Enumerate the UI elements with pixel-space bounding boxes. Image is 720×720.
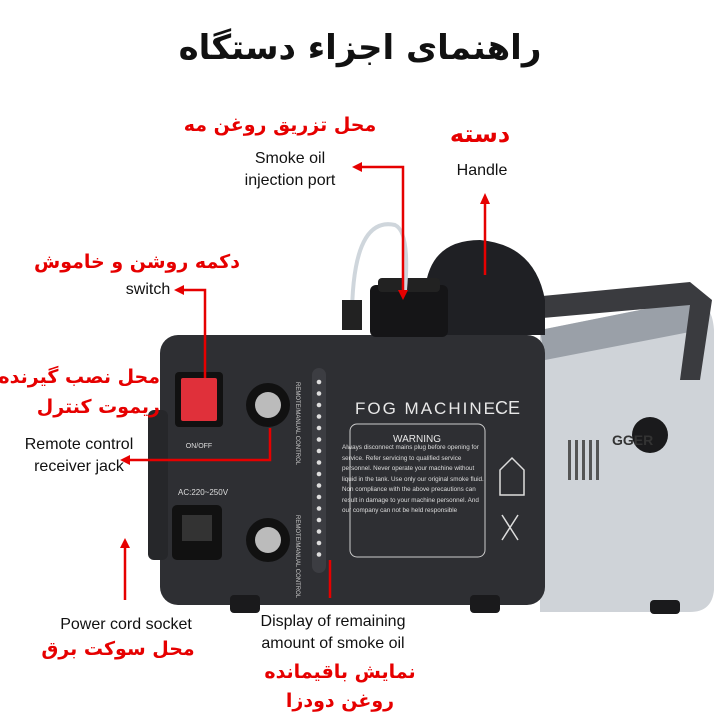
svg-text:ON/OFF: ON/OFF	[186, 443, 212, 450]
level-dot	[316, 506, 322, 511]
level-dot	[316, 425, 322, 431]
power-socket-label-en: Power cord socket	[60, 616, 192, 633]
svg-text:CE: CE	[495, 398, 520, 418]
switch-label-en: switch	[125, 281, 171, 298]
level-dot	[316, 379, 322, 385]
level-dot	[316, 414, 322, 419]
level-dot	[316, 529, 322, 534]
oil-cap	[370, 285, 448, 337]
level-dot	[316, 437, 322, 442]
level-dot	[316, 471, 322, 477]
level-dot	[316, 402, 322, 408]
level-dot	[316, 552, 322, 557]
level-dot	[316, 517, 322, 523]
handle-label-en: Handle	[456, 162, 508, 179]
power-socket-label-fa: محل سوکت برق	[41, 638, 195, 660]
brand-text: GGER	[612, 432, 653, 448]
level-dot	[316, 540, 322, 546]
power-switch	[181, 378, 217, 421]
svg-text:AC:220~250V: AC:220~250V	[178, 488, 229, 497]
level-dot	[316, 494, 322, 500]
machine-side-panel	[540, 300, 714, 612]
warning-text: Always disconnect mains plug before open…	[342, 444, 484, 514]
page-title: راهنمای اجزاء دستگاه	[178, 28, 542, 68]
injection-port-label-fa: محل تزریق روغن مه	[183, 114, 377, 136]
handle-label-fa: دسته	[449, 120, 511, 148]
level-dot	[316, 391, 322, 396]
svg-text:WARNING: WARNING	[393, 434, 441, 445]
svg-text:REMOTE/MANUAL CONTROL: REMOTE/MANUAL CONTROL	[294, 382, 300, 466]
level-dot	[316, 460, 322, 465]
handle	[500, 282, 712, 380]
switch-label-fa: دکمه روشن و خاموش	[34, 251, 240, 273]
svg-text:REMOTE/MANUAL CONTROL: REMOTE/MANUAL CONTROL	[294, 515, 300, 599]
level-dot	[316, 483, 322, 488]
svg-text:FOG MACHINE: FOG MACHINE	[355, 399, 497, 418]
oil-level-display	[312, 368, 326, 573]
side-knob	[632, 417, 668, 453]
level-dot	[316, 448, 322, 454]
